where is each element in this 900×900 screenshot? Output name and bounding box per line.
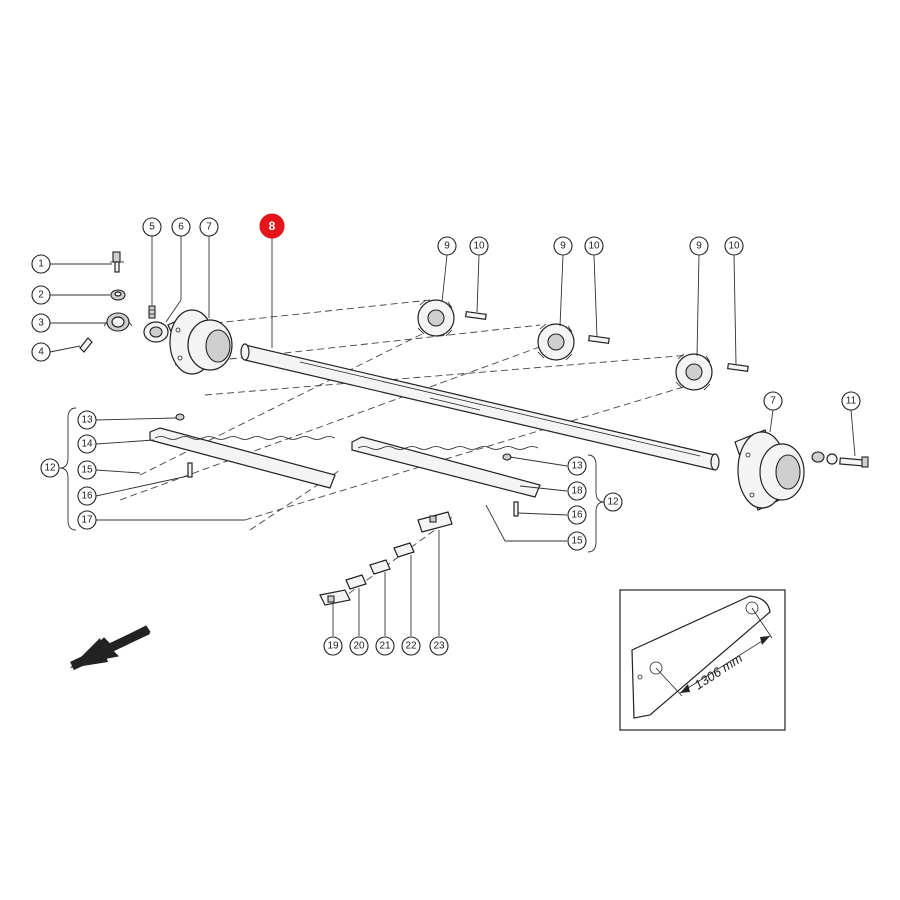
callout-9-c: 9 <box>689 236 709 256</box>
svg-text:22: 22 <box>405 641 417 652</box>
callout-8: 8 <box>259 213 285 239</box>
callout-15-left: 15 <box>77 460 97 480</box>
svg-text:20: 20 <box>353 641 365 652</box>
callout-14: 14 <box>77 434 97 454</box>
callout-2: 2 <box>31 285 51 305</box>
group-12-bracket-left <box>59 407 77 531</box>
callout-6: 6 <box>171 217 191 237</box>
part-10-pin-2 <box>588 334 610 345</box>
part-2-nut <box>110 289 126 301</box>
svg-text:12: 12 <box>44 463 56 474</box>
detail-inset: 1306 mm <box>619 589 786 731</box>
part-20-link <box>345 574 367 590</box>
callout-17: 17 <box>77 510 97 530</box>
svg-text:15: 15 <box>81 465 93 476</box>
svg-text:4: 4 <box>38 347 44 358</box>
svg-text:16: 16 <box>81 491 93 502</box>
svg-text:7: 7 <box>770 396 776 407</box>
svg-text:15: 15 <box>571 536 583 547</box>
svg-text:18: 18 <box>571 486 583 497</box>
callout-3: 3 <box>31 313 51 333</box>
svg-text:19: 19 <box>327 641 339 652</box>
callout-9-b: 9 <box>553 236 573 256</box>
svg-text:11: 11 <box>846 396 857 407</box>
callout-13-left: 13 <box>77 410 97 430</box>
part-4-key <box>79 337 93 353</box>
svg-text:9: 9 <box>696 241 702 252</box>
callout-18: 18 <box>567 481 587 501</box>
svg-text:5: 5 <box>149 222 155 233</box>
svg-text:9: 9 <box>560 241 566 252</box>
part-10-pin-3 <box>727 362 749 373</box>
part-5-set-screw <box>148 305 156 319</box>
part-7-flange-bearing-left <box>167 309 233 375</box>
svg-text:10: 10 <box>588 241 600 252</box>
svg-text:9: 9 <box>444 241 450 252</box>
svg-text:7: 7 <box>206 222 212 233</box>
svg-text:10: 10 <box>728 241 740 252</box>
svg-text:1: 1 <box>38 259 44 270</box>
part-1-grease-nipple <box>110 251 124 273</box>
part-9-sprocket-2 <box>537 323 575 361</box>
washer-nut-right <box>811 451 838 465</box>
callout-16-right: 16 <box>567 505 587 525</box>
svg-text:3: 3 <box>38 318 44 329</box>
callout-21: 21 <box>375 636 395 656</box>
callout-23: 23 <box>429 636 449 656</box>
svg-text:10: 10 <box>473 241 485 252</box>
callout-12-left: 12 <box>40 458 60 478</box>
callout-5: 5 <box>142 217 162 237</box>
part-7-flange-bearing-right <box>734 429 805 511</box>
callout-7-right: 7 <box>763 391 783 411</box>
callout-16-left: 16 <box>77 486 97 506</box>
callout-10-a: 10 <box>469 236 489 256</box>
svg-text:12: 12 <box>607 497 619 508</box>
callout-7-left: 7 <box>199 217 219 237</box>
left-scraper-bar <box>149 413 336 489</box>
part-3-bearing-nut <box>103 312 133 332</box>
leader-lines <box>49 236 856 636</box>
part-19-clip <box>319 589 351 606</box>
direction-arrow-icon <box>70 625 151 671</box>
svg-text:13: 13 <box>81 415 93 426</box>
callout-4: 4 <box>31 342 51 362</box>
callout-12-right: 12 <box>603 492 623 512</box>
callout-22: 22 <box>401 636 421 656</box>
svg-text:14: 14 <box>81 439 93 450</box>
callout-11: 11 <box>841 391 861 411</box>
callout-1: 1 <box>31 254 51 274</box>
callout-20: 20 <box>349 636 369 656</box>
svg-text:23: 23 <box>433 641 445 652</box>
part-11-bolt <box>839 456 869 468</box>
part-10-pin-1 <box>465 310 487 321</box>
part-6-bushing <box>143 321 169 343</box>
callout-13-right: 13 <box>567 456 587 476</box>
svg-text:16: 16 <box>571 510 583 521</box>
callout-10-b: 10 <box>584 236 604 256</box>
part-9-sprocket-1 <box>417 299 455 337</box>
svg-text:8: 8 <box>269 219 276 233</box>
part-9-sprocket-3 <box>675 353 713 391</box>
svg-text:2: 2 <box>38 290 44 301</box>
callout-10-c: 10 <box>724 236 744 256</box>
group-12-bracket-right <box>587 454 605 553</box>
right-scraper-bar <box>351 436 541 517</box>
part-8-main-shaft <box>240 343 720 471</box>
svg-text:17: 17 <box>81 515 93 526</box>
callout-15-right: 15 <box>567 531 587 551</box>
svg-text:21: 21 <box>379 641 391 652</box>
callout-9-a: 9 <box>437 236 457 256</box>
part-23-clip <box>417 511 453 533</box>
part-22-link <box>393 542 415 558</box>
part-21-link <box>369 559 391 575</box>
svg-text:13: 13 <box>571 461 583 472</box>
svg-text:6: 6 <box>178 222 184 233</box>
callout-19: 19 <box>323 636 343 656</box>
